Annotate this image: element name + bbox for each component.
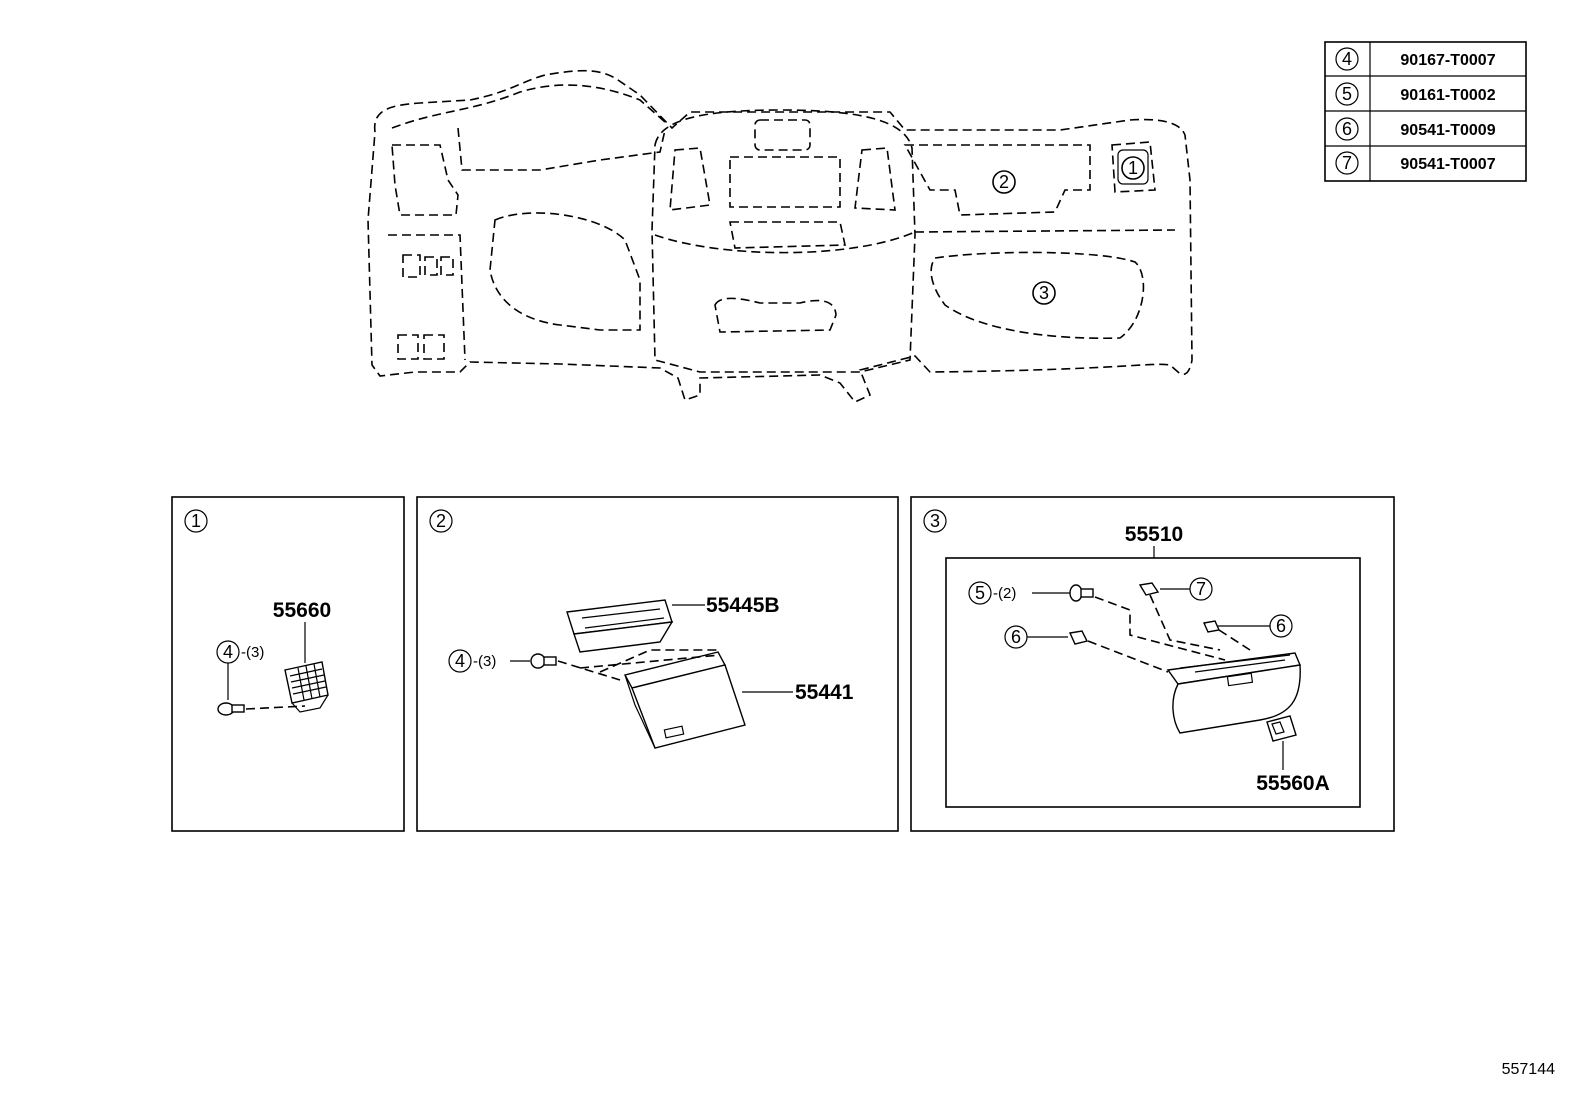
box-part-55441[interactable] [623, 651, 746, 749]
right-vent-frame [1117, 149, 1149, 185]
overview-callout-3[interactable]: 3 [1032, 281, 1056, 305]
center-clock [754, 119, 811, 151]
callout-7[interactable]: 7 [1189, 577, 1213, 601]
reference-table: 4 90167-T0007 5 90161-T0002 6 90541-T000… [1324, 41, 1527, 182]
part-number-55441[interactable]: 55441 [795, 681, 854, 704]
part-number-55445B[interactable]: 55445B [706, 594, 780, 617]
dashboard-inner-top [391, 84, 666, 129]
callout-label: 2 [999, 172, 1009, 192]
callout-label: 6 [1011, 627, 1021, 647]
clip-part[interactable] [1138, 582, 1160, 596]
tray-part-55445B[interactable] [566, 599, 674, 653]
detail-panel-1: 1 55660 4 -(3) [171, 496, 405, 832]
ac-control [714, 297, 837, 333]
switch-e [423, 334, 445, 360]
assembly-line [557, 649, 721, 681]
glove-box-area [930, 251, 1145, 340]
quantity-label: -(2) [993, 585, 1016, 602]
center-vent-right [854, 147, 896, 211]
center-vent-left [669, 147, 711, 211]
panel-1-label: 1 [184, 509, 208, 533]
left-lower-panel [388, 234, 466, 361]
right-divider [914, 229, 1176, 233]
quantity-label: -(3) [241, 644, 264, 661]
ref-callout: 6 [1342, 119, 1352, 139]
center-divider [654, 231, 916, 254]
fastener-callout-4[interactable]: 4 -(3) [216, 640, 264, 664]
dashboard-overview [367, 69, 1193, 403]
clip-part[interactable] [1068, 630, 1089, 645]
switch-b [424, 256, 438, 276]
overview-callout-2[interactable]: 2 [992, 170, 1016, 194]
ref-callout: 5 [1342, 84, 1352, 104]
center-stack [651, 109, 916, 373]
ref-callout: 4 [1342, 49, 1352, 69]
switch-a [402, 254, 421, 278]
screw-part[interactable] [1069, 584, 1094, 602]
switch-c [440, 256, 454, 276]
right-vent [1111, 141, 1156, 193]
fastener-callout-4[interactable]: 4 -(3) [448, 649, 496, 673]
screw-part[interactable] [530, 653, 557, 669]
callout-6b[interactable]: 6 [1269, 614, 1293, 638]
overview-callout-1[interactable]: 1 [1121, 156, 1145, 180]
upper-box-area [903, 144, 1091, 216]
ref-part-number: 90541-T0009 [1400, 122, 1495, 139]
steering-area [489, 212, 641, 331]
callout-label: 1 [1128, 158, 1138, 178]
assembly-line [1087, 594, 1251, 673]
callout-label: 5 [975, 583, 985, 603]
callout-label: 4 [455, 651, 465, 671]
audio-control [729, 221, 846, 249]
part-number-55660[interactable]: 55660 [273, 599, 331, 622]
screw-part[interactable] [217, 702, 245, 716]
ref-row-7[interactable]: 7 90541-T0007 [1335, 151, 1496, 175]
panel-3-label: 3 [923, 509, 947, 533]
ref-row-4[interactable]: 4 90167-T0007 [1335, 47, 1496, 71]
ref-part-number: 90167-T0007 [1400, 52, 1495, 69]
ref-part-number: 90541-T0007 [1400, 156, 1495, 173]
ref-row-5[interactable]: 5 90161-T0002 [1335, 82, 1496, 106]
panel-2-label: 2 [429, 509, 453, 533]
glove-box-door-part[interactable] [1166, 652, 1301, 734]
meter-hood [457, 127, 666, 171]
callout-6a[interactable]: 6 [1004, 625, 1028, 649]
assembly-line [245, 705, 306, 710]
ref-part-number: 90161-T0002 [1400, 87, 1495, 104]
detail-panel-2: 2 55445B 55441 4 -(3) [416, 496, 899, 832]
dashboard-outline [367, 69, 1193, 403]
clip-part[interactable] [1202, 620, 1221, 633]
callout-label: 6 [1276, 616, 1286, 636]
ref-callout: 7 [1342, 153, 1352, 173]
detail-panel-3: 3 55510 5 -(2) 7 6 [910, 496, 1395, 832]
quantity-label: -(3) [473, 653, 496, 670]
vent-grille-part[interactable] [284, 661, 329, 713]
latch-part-55560A[interactable] [1266, 715, 1297, 742]
callout-label: 4 [223, 642, 233, 662]
panel-label-text: 1 [191, 511, 201, 531]
left-vent [391, 144, 459, 216]
switch-d [397, 334, 419, 360]
callout-label: 7 [1196, 579, 1206, 599]
part-number-55510[interactable]: 55510 [1125, 523, 1183, 546]
callout-label: 3 [1039, 283, 1049, 303]
panel-label-text: 2 [436, 511, 446, 531]
panel-label-text: 3 [930, 511, 940, 531]
part-number-55560A[interactable]: 55560A [1256, 772, 1330, 795]
callout-5[interactable]: 5 -(2) [968, 581, 1016, 605]
assembly-frame-55510 [945, 557, 1361, 808]
center-display [729, 156, 841, 208]
diagram-id: 557144 [1502, 1061, 1555, 1078]
ref-row-6[interactable]: 6 90541-T0009 [1335, 117, 1496, 141]
